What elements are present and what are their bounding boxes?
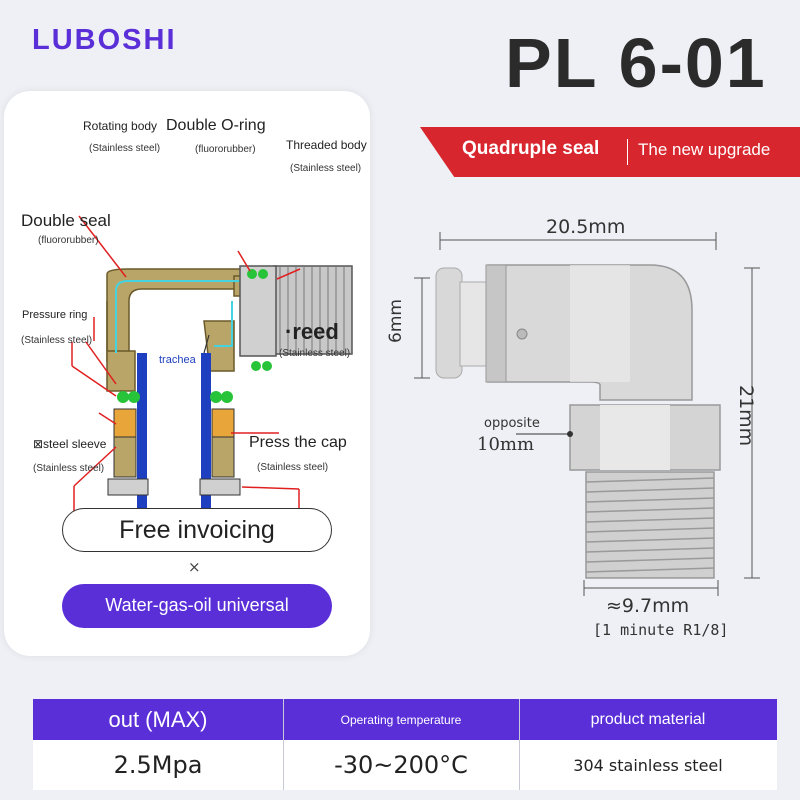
value-max-pressure: 2.5Mpa bbox=[113, 751, 203, 779]
product-illustration bbox=[414, 232, 760, 596]
label-double-oring: Double O-ring bbox=[166, 117, 266, 134]
cross-section-card: Rotating body (Stainless steel) Double O… bbox=[4, 91, 370, 656]
label-pressure-ring-material: (Stainless steel) bbox=[21, 335, 93, 346]
cross-section-diagram bbox=[71, 215, 353, 511]
banner-right-text: The new upgrade bbox=[638, 140, 771, 159]
dimension-opposite-value: 10mm bbox=[477, 434, 535, 455]
label-steel-sleeve: ⊠steel sleeve bbox=[33, 437, 107, 451]
label-trachea: trachea bbox=[159, 354, 196, 366]
banner-divider bbox=[627, 139, 628, 165]
label-pressure-ring: Pressure ring bbox=[22, 309, 88, 321]
spec-table-header bbox=[33, 699, 777, 740]
feature-banner: Quadruple seal The new upgrade bbox=[420, 127, 800, 177]
label-press-cap: Press the cap bbox=[249, 434, 347, 451]
label-reed-material: (Stainless steel) bbox=[279, 348, 351, 359]
value-operating-temperature: -30~200°C bbox=[334, 751, 468, 779]
label-press-cap-material: (Stainless steel) bbox=[257, 462, 329, 473]
label-double-seal: Double seal bbox=[21, 211, 111, 230]
dimension-width: 20.5mm bbox=[546, 216, 626, 238]
value-product-material: 304 stainless steel bbox=[573, 755, 723, 775]
label-rotating-body-material: (Stainless steel) bbox=[89, 143, 161, 154]
label-threaded-body-material: (Stainless steel) bbox=[290, 163, 362, 174]
universal-text: Water-gas-oil universal bbox=[105, 595, 289, 615]
label-double-oring-material: (fluororubber) bbox=[195, 144, 256, 155]
dimension-height: 21mm bbox=[735, 385, 757, 447]
table-divider bbox=[283, 699, 284, 790]
label-double-seal-material: (fluororubber) bbox=[38, 235, 99, 246]
times-symbol: × bbox=[188, 558, 201, 576]
dimension-thread-note: [1 minute R1/8] bbox=[593, 621, 729, 639]
header-max-pressure: out (MAX) bbox=[108, 706, 208, 732]
dimension-tube: 6mm bbox=[386, 299, 406, 343]
header-product-material: product material bbox=[590, 710, 706, 728]
spec-table: out (MAX) Operating temperature product … bbox=[33, 699, 777, 790]
free-invoicing-text: Free invoicing bbox=[119, 516, 275, 544]
dimension-opposite-label: opposite bbox=[484, 416, 540, 431]
brand-logo: LUBOSHI bbox=[32, 24, 177, 56]
banner-left-text: Quadruple seal bbox=[462, 138, 600, 159]
label-threaded-body: Threaded body bbox=[286, 138, 367, 152]
model-title: PL 6-01 bbox=[505, 24, 767, 102]
label-steel-sleeve-material: (Stainless steel) bbox=[33, 463, 105, 474]
table-divider bbox=[519, 699, 520, 790]
header-operating-temperature: Operating temperature bbox=[340, 712, 462, 727]
label-reed: ·reed bbox=[285, 319, 339, 344]
free-invoicing-badge: Free invoicing bbox=[62, 508, 332, 552]
label-rotating-body: Rotating body bbox=[83, 119, 158, 133]
universal-badge: Water-gas-oil universal bbox=[62, 584, 332, 628]
dimension-thread: ≈9.7mm bbox=[606, 595, 690, 617]
